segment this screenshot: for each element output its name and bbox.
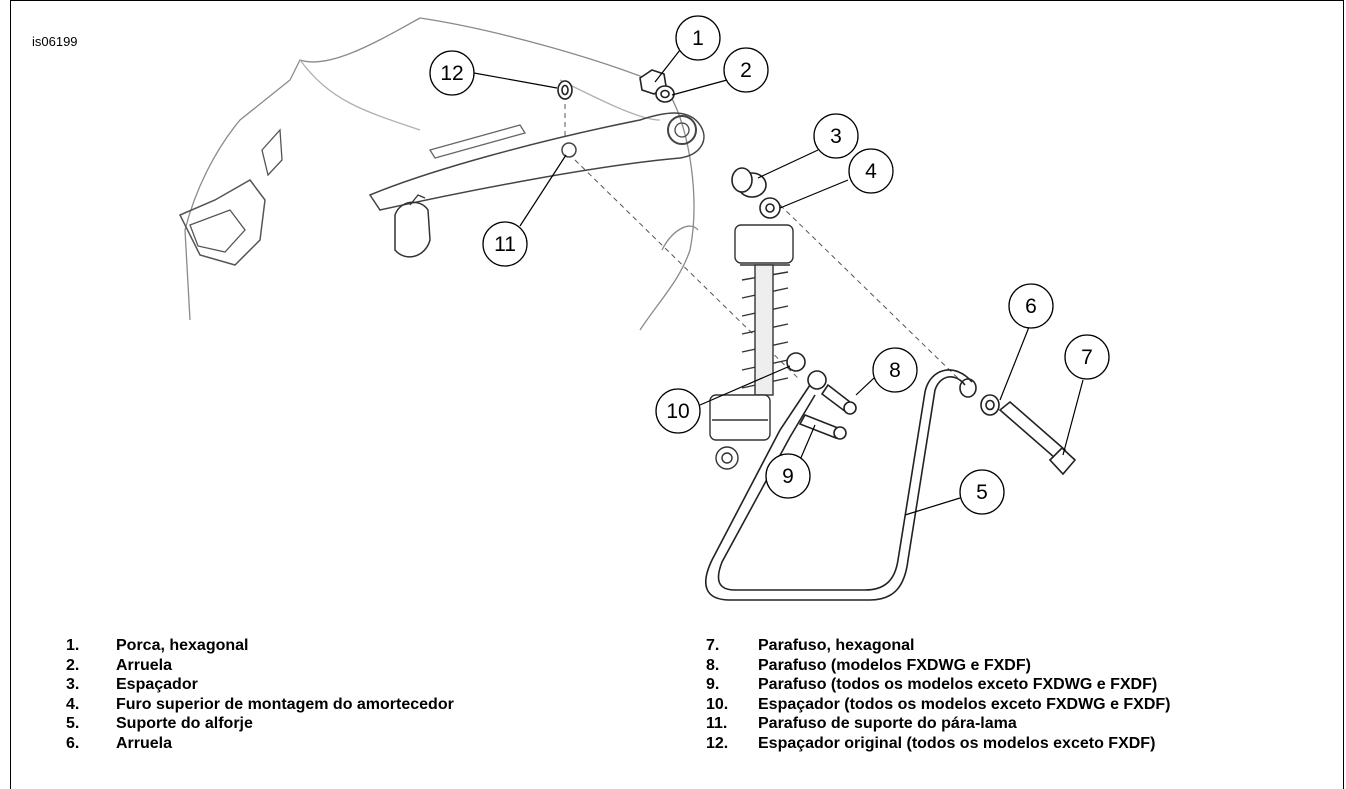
callout-12: 12 — [429, 50, 475, 96]
legend-number: 11. — [706, 715, 728, 733]
legend-left-column: 1. Porca, hexagonal 2. Arruela 3. Espaçador… — [66, 636, 454, 754]
legend-number: 9. — [706, 676, 720, 694]
legend-item: 6. Arruela — [66, 734, 454, 754]
legend-text: Parafuso de suporte do pára-lama — [758, 715, 1017, 733]
legend-text: Espaçador (todos os modelos exceto FXDWG… — [758, 695, 1171, 713]
spacer-10-part — [786, 352, 806, 372]
svg-text:5: 5 — [976, 481, 988, 504]
legend-text: Espaçador — [116, 676, 198, 694]
legend-number: 4. — [66, 695, 80, 713]
legend-item: 2. Arruela — [66, 656, 454, 676]
callout-bubbles: 1 2 3 4 5 6 7 8 9 10 11 12 — [429, 15, 1110, 515]
legend-item: 8. Parafuso (modelos FXDWG e FXDF) — [706, 656, 1171, 676]
svg-text:12: 12 — [440, 62, 463, 85]
callout-7: 7 — [1064, 334, 1110, 380]
legend-number: 12. — [706, 734, 729, 752]
legend-number: 8. — [706, 656, 720, 674]
callout-3: 3 — [813, 113, 859, 159]
svg-text:11: 11 — [494, 233, 516, 256]
saddlebag-support — [704, 369, 973, 601]
legend-text: Suporte do alforje — [116, 715, 253, 733]
svg-text:10: 10 — [666, 400, 689, 423]
callout-2: 2 — [723, 47, 769, 93]
callout-11: 11 — [482, 221, 528, 267]
svg-text:4: 4 — [865, 160, 877, 183]
callout-6: 6 — [1008, 283, 1054, 329]
legend-text: Parafuso, hexagonal — [758, 637, 915, 654]
svg-text:3: 3 — [830, 125, 842, 148]
legend-number: 5. — [66, 715, 80, 733]
legend-item: 7. Parafuso, hexagonal — [706, 636, 1171, 656]
legend-text: Furo superior de montagem do amortecedor — [116, 695, 454, 713]
legend-text: Arruela — [116, 656, 173, 674]
legend-item: 11. Parafuso de suporte do pára-lama — [706, 714, 1171, 734]
figure-id: is06199 — [32, 34, 78, 49]
callout-10: 10 — [655, 388, 701, 434]
hardware-parts — [557, 69, 1077, 476]
legend-item: 4. Furo superior de montagem do amorteced… — [66, 695, 454, 715]
hex-bolt-part — [998, 400, 1067, 460]
callout-1: 1 — [675, 15, 721, 61]
fender-illustration — [178, 17, 705, 331]
callout-5: 5 — [959, 469, 1005, 515]
legend-item: 10. Espaçador (todos os modelos exceto FX… — [706, 695, 1171, 715]
legend-number: 7. — [706, 637, 720, 654]
svg-text:6: 6 — [1025, 295, 1037, 318]
legend-number: 3. — [66, 676, 80, 694]
exploded-diagram: 1 2 3 4 5 6 7 8 9 10 11 12 — [178, 15, 1110, 601]
leader-lines — [473, 49, 1084, 516]
legend-number: 6. — [66, 734, 80, 752]
legend-item: 3. Espaçador — [66, 675, 454, 695]
figure-frame — [10, 0, 1344, 789]
legend-number: 1. — [66, 637, 80, 654]
bolt-9-part — [798, 413, 839, 440]
legend-item: 5. Suporte do alforje — [66, 714, 454, 734]
callout-8: 8 — [872, 347, 918, 393]
legend-item: 12. Espaçador original (todos os modelos … — [706, 734, 1171, 754]
svg-text:2: 2 — [740, 59, 752, 82]
legend-item: 9. Parafuso (todos os modelos exceto FXDW… — [706, 675, 1171, 695]
callout-4: 4 — [848, 148, 894, 194]
svg-text:8: 8 — [889, 359, 901, 382]
legend-item: 1. Porca, hexagonal — [66, 636, 454, 656]
legend-text: Espaçador original (todos os modelos exc… — [758, 734, 1156, 752]
legend-number: 10. — [706, 695, 729, 713]
legend-text: Porca, hexagonal — [116, 637, 249, 654]
svg-text:7: 7 — [1081, 346, 1093, 369]
legend-text: Parafuso (modelos FXDWG e FXDF) — [758, 656, 1031, 674]
legend-right-column: 7. Parafuso, hexagonal 8. Parafuso (modelo… — [706, 636, 1171, 754]
legend-text: Parafuso (todos os modelos exceto FXDWG … — [758, 676, 1158, 694]
legend-text: Arruela — [116, 734, 173, 752]
svg-text:1: 1 — [692, 27, 704, 50]
shock-absorber — [709, 224, 794, 470]
callout-9: 9 — [765, 453, 811, 499]
svg-text:9: 9 — [782, 465, 794, 488]
legend-number: 2. — [66, 656, 80, 674]
